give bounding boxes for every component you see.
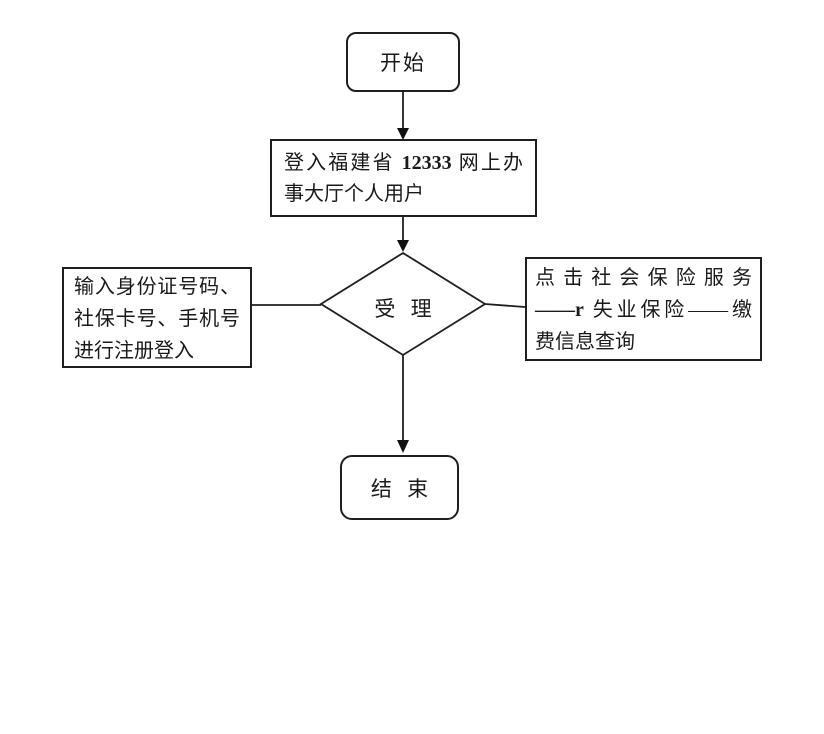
end-label: 结 束 xyxy=(370,476,429,501)
arrow-login-to-decision xyxy=(397,217,409,252)
flowchart-node-end: 结 束 xyxy=(340,455,459,520)
left-text-line2: 社保卡号、手机号 xyxy=(74,308,240,330)
right-bold-dash: ——r xyxy=(535,299,584,321)
left-text-line3: 进行注册登入 xyxy=(74,340,194,362)
login-text-line2: 事大厅个人用户 xyxy=(284,183,424,205)
left-text-line1: 输入身份证号码、 xyxy=(74,276,240,298)
arrow-decision-to-end xyxy=(397,355,409,453)
flowchart-node-start: 开始 xyxy=(346,32,460,92)
flowchart-node-left-branch: 输入身份证号码、 社保卡号、手机号 进行注册登入 xyxy=(62,267,252,368)
connector-decision-to-right xyxy=(484,303,526,308)
flowchart-node-right-branch: 点击社会保险服务 ——r 失业保险——缴 费信息查询 xyxy=(525,257,762,361)
flowchart-node-decision-label: 受 理 xyxy=(374,297,432,321)
right-text-line1: 点击社会保险服务 xyxy=(535,267,752,289)
login-text-line1: 登入福建省 12333 网上办 xyxy=(284,152,524,174)
right-text-line2: ——r 失业保险——缴 xyxy=(535,299,752,321)
arrow-start-to-login xyxy=(397,92,409,140)
login-bold-number: 12333 xyxy=(401,152,452,174)
right-text-line3: 费信息查询 xyxy=(535,331,635,353)
start-label: 开始 xyxy=(380,51,426,75)
flowchart-node-login: 登入福建省 12333 网上办 事大厅个人用户 xyxy=(270,139,537,217)
